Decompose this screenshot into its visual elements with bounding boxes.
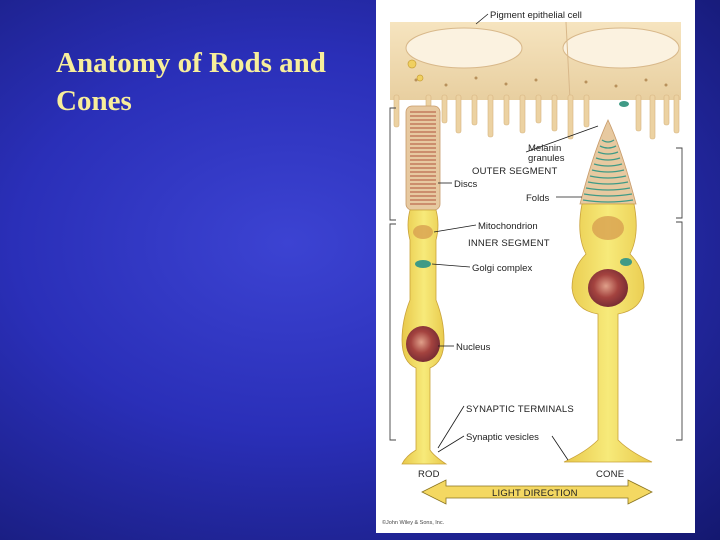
label-nucleus: Nucleus xyxy=(456,342,491,353)
label-folds: Folds xyxy=(526,193,549,204)
rods-cones-diagram: Pigment epithelial cell Melanin granules… xyxy=(382,10,683,526)
rod-cell xyxy=(401,105,448,465)
label-melanin-2: granules xyxy=(528,153,565,164)
slide-title: Anatomy of Rods and Cones xyxy=(56,47,326,117)
label-outer-segment: OUTER SEGMENT xyxy=(472,166,557,177)
label-rod: ROD xyxy=(418,469,440,480)
light-direction-arrow: LIGHT DIRECTION xyxy=(421,479,653,505)
label-synaptic-terminals: SYNAPTIC TERMINALS xyxy=(466,404,574,415)
label-mitochondrion: Mitochondrion xyxy=(478,221,538,232)
label-light-direction: LIGHT DIRECTION xyxy=(492,488,578,499)
label-golgi-complex: Golgi complex xyxy=(472,263,532,274)
cone-nucleus xyxy=(588,269,628,307)
label-pigment-cell: Pigment epithelial cell xyxy=(490,10,582,21)
label-discs: Discs xyxy=(454,179,477,190)
cone-folds xyxy=(582,139,634,203)
label-inner-segment: INNER SEGMENT xyxy=(468,238,550,249)
label-melanin-1: Melanin xyxy=(528,143,561,154)
pigment-epithelium xyxy=(390,21,681,140)
rod-discs xyxy=(410,111,436,205)
copyright-text: ©John Wiley & Sons, Inc. xyxy=(382,519,445,526)
leader-lines xyxy=(431,13,599,461)
label-cone: CONE xyxy=(596,469,624,480)
rod-nucleus xyxy=(406,326,440,362)
segment-brackets xyxy=(389,107,683,441)
label-synaptic-vesicles: Synaptic vesicles xyxy=(466,432,539,443)
cone-cell xyxy=(563,119,653,463)
rods-cones-figure: Pigment epithelial cell Melanin granules… xyxy=(376,0,695,533)
